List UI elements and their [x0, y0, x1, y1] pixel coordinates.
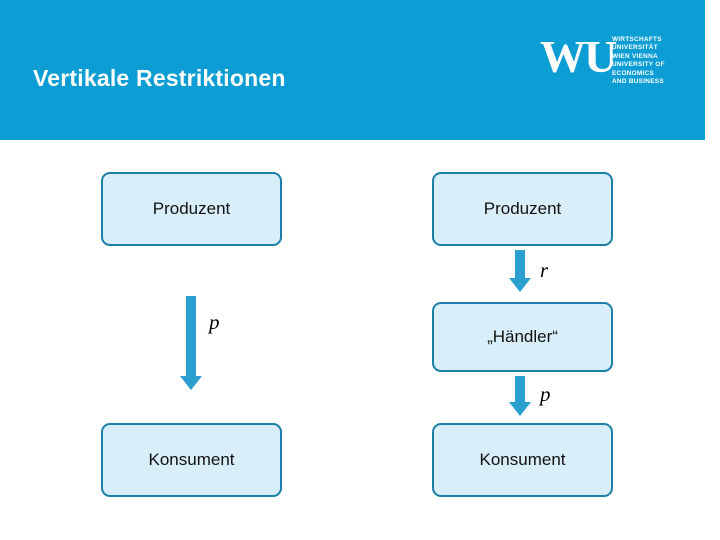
- arrow-left-p: [180, 296, 202, 392]
- wu-logo-line: WIRTSCHAFTS: [612, 36, 662, 43]
- header-band: [0, 0, 705, 140]
- arrow-label-left-p: p: [209, 310, 220, 334]
- wu-logo-line: UNIVERSITY OF: [612, 61, 665, 69]
- wu-logo-line: UNIVERSITÄT: [612, 44, 658, 52]
- wu-logo: WU WIRTSCHAFTS UNIVERSITÄT WIEN VIENNA U…: [540, 30, 690, 110]
- arrow-label-right-r: r: [540, 258, 549, 282]
- arrow-label-right-p: p: [540, 382, 551, 406]
- node-right-konsument: Konsument: [432, 423, 613, 497]
- node-label: Konsument: [148, 450, 235, 469]
- wu-logo-text: WIRTSCHAFTS UNIVERSITÄT WIEN VIENNA UNIV…: [612, 36, 665, 86]
- node-left-produzent: Produzent: [101, 172, 282, 246]
- arrow-right-r: [509, 250, 531, 296]
- node-right-haendler: „Händler“: [432, 302, 613, 372]
- node-left-konsument: Konsument: [101, 423, 282, 497]
- node-label: „Händler“: [487, 327, 558, 346]
- page-title: Vertikale Restriktionen: [33, 65, 286, 91]
- arrow-right-p: [509, 376, 531, 422]
- node-label: Konsument: [479, 450, 566, 469]
- wu-logo-line: AND BUSINESS: [612, 78, 664, 86]
- node-label: Produzent: [152, 199, 231, 218]
- node-label: Produzent: [483, 199, 562, 218]
- node-right-produzent: Produzent: [432, 172, 613, 246]
- wu-logo-line: ECONOMICS: [612, 69, 655, 77]
- wu-logo-line: WIEN VIENNA: [612, 52, 658, 60]
- wu-logo-mark: WU: [540, 31, 617, 82]
